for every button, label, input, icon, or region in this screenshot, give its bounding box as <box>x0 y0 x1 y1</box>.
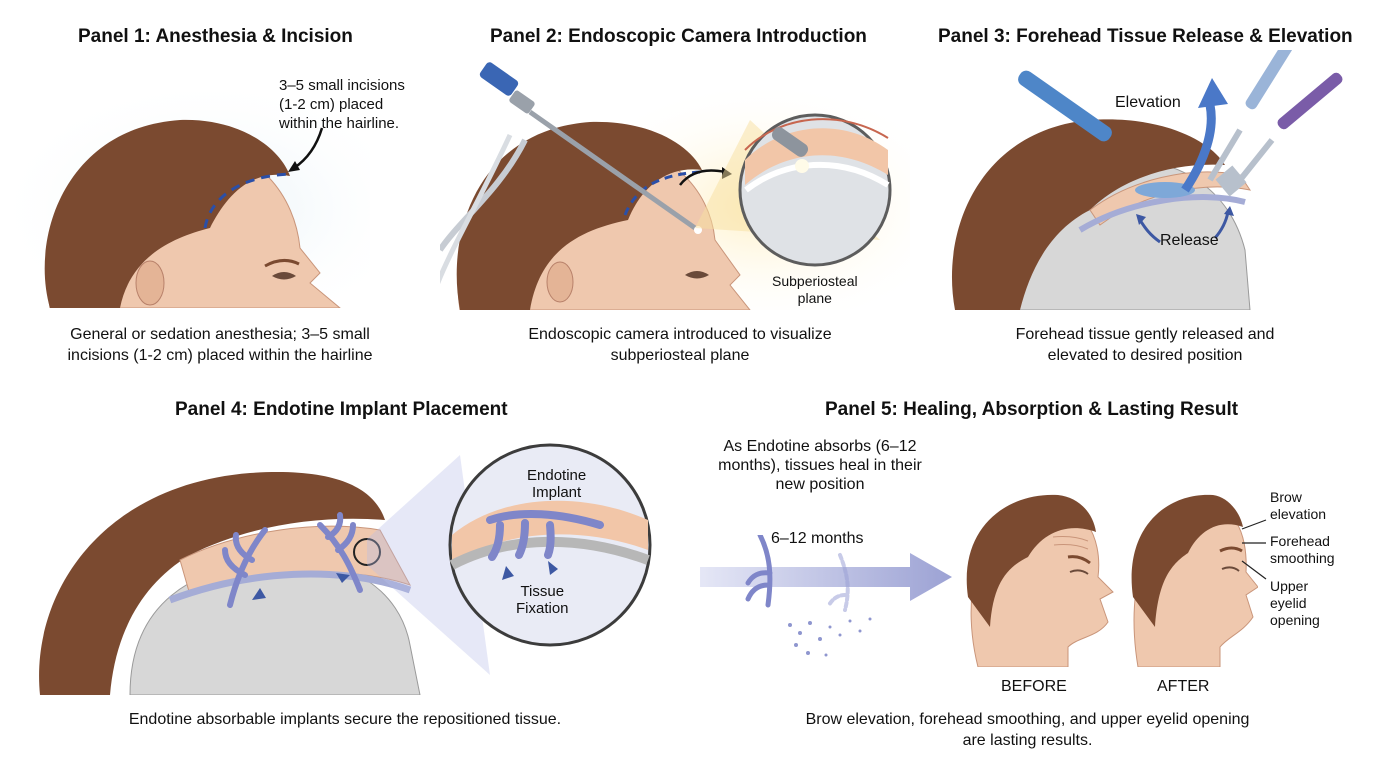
panel4-illustration <box>39 443 652 695</box>
elevator-instrument-icon <box>1215 72 1343 197</box>
panel5-caption: Brow elevation, forehead smoothing, and … <box>805 711 1250 749</box>
endoscope-icon <box>479 62 702 234</box>
timeline-arrow <box>700 553 952 601</box>
implant-icon <box>745 535 773 608</box>
elevation-arrow <box>1181 104 1216 193</box>
ear <box>135 260 165 306</box>
panel2-title: Panel 2: Endoscopic Camera Introduction <box>490 26 867 47</box>
release-label: Release <box>1160 232 1219 249</box>
implant-label: Endotine Implant <box>527 467 587 501</box>
curved-arrow-icon <box>679 169 726 186</box>
panel4-caption: Endotine absorbable implants secure the … <box>128 711 562 728</box>
subperiosteal-inset <box>738 113 892 267</box>
implant-icon <box>317 512 363 593</box>
implant-icon <box>222 527 268 608</box>
panel3-illustration <box>952 50 1343 310</box>
eye <box>685 271 709 279</box>
panel2-illustration <box>440 62 910 310</box>
hair <box>952 119 1225 310</box>
before-label: BEFORE <box>1001 678 1067 695</box>
panel5-absorption <box>700 535 952 657</box>
elevator-instrument-icon <box>1018 70 1195 198</box>
panel4-title: Panel 4: Endotine Implant Placement <box>175 399 508 420</box>
implant-icon <box>827 553 850 612</box>
hair <box>456 121 702 310</box>
panel3-caption: Forehead tissue gently released and elev… <box>1015 326 1275 364</box>
panel1-illustration <box>10 88 370 308</box>
elevation-label: Elevation <box>1115 94 1181 111</box>
absorb-note: As Endotine absorbs (6–12 months), tissu… <box>718 438 922 493</box>
panel2-caption: Endoscopic camera introduced to visualiz… <box>528 326 832 364</box>
upper-eyelid-label: Upper eyelid opening <box>1270 578 1320 628</box>
face-after <box>1131 494 1258 667</box>
result-leader-lines <box>1241 519 1267 580</box>
subperiosteal-label: Subperiosteal plane <box>772 273 858 306</box>
panel3-title: Panel 3: Forehead Tissue Release & Eleva… <box>938 26 1353 47</box>
fixation-label: Tissue Fixation <box>516 583 569 617</box>
panel1-callout: 3–5 small incisions (1-2 cm) placed with… <box>279 77 405 132</box>
face-before <box>966 494 1114 667</box>
implant-inset <box>448 443 652 647</box>
forehead-smoothing-label: Forehead smoothing <box>1270 533 1335 566</box>
brow-elevation-label: Brow elevation <box>1270 489 1327 522</box>
ear <box>546 261 574 303</box>
panel1-caption: General or sedation anesthesia; 3–5 smal… <box>67 326 373 364</box>
after-label: AFTER <box>1157 678 1210 695</box>
hair <box>44 119 291 308</box>
panel5-title: Panel 5: Healing, Absorption & Lasting R… <box>825 399 1239 420</box>
hair <box>39 472 385 695</box>
months-label: 6–12 months <box>771 530 864 547</box>
absorption-dots <box>788 617 872 657</box>
tubing <box>440 138 528 252</box>
elevator-instrument-icon <box>1207 50 1295 182</box>
panel1-title: Panel 1: Anesthesia & Incision <box>78 26 353 47</box>
eye <box>272 272 296 280</box>
